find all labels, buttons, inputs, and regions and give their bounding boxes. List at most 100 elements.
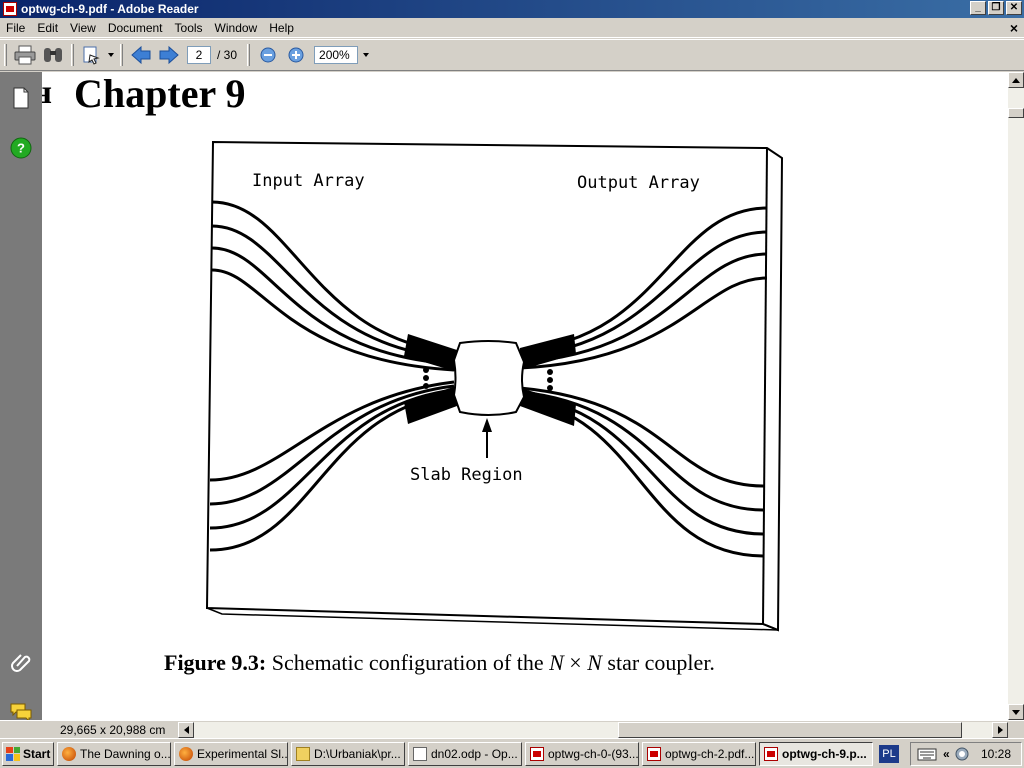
toolbar-grip[interactable] — [71, 44, 74, 66]
arrow-left-icon — [131, 45, 151, 65]
select-tool-button[interactable] — [80, 43, 114, 67]
toolbar-grip[interactable] — [120, 44, 123, 66]
arrow-left-small-icon — [183, 726, 189, 734]
close-document-button[interactable]: × — [1009, 20, 1018, 36]
toolbar-grip[interactable] — [247, 44, 251, 66]
zoom-out-icon — [260, 47, 276, 63]
chapter-decoration: ⅎ — [42, 74, 53, 111]
task-label: optwg-ch-2.pdf... — [665, 746, 755, 761]
page-total: / 30 — [217, 48, 238, 62]
minimize-button[interactable]: _ — [970, 1, 986, 15]
zoom-dropdown-icon[interactable] — [363, 53, 370, 57]
caption-text-a: Schematic configuration of the — [271, 650, 550, 675]
menu-view[interactable]: View — [70, 20, 96, 35]
pdf-icon — [530, 746, 544, 761]
printer-icon — [14, 45, 36, 65]
comment-bubbles-icon — [10, 703, 32, 722]
find-button[interactable] — [41, 43, 65, 67]
binoculars-icon — [44, 48, 62, 62]
network-icon[interactable] — [954, 746, 970, 762]
task-label: The Dawning o... — [80, 746, 171, 761]
page-icon — [13, 87, 29, 109]
pages-panel-button[interactable] — [9, 86, 33, 110]
arrow-up-icon — [1012, 77, 1020, 83]
caption-n2: N — [587, 650, 602, 675]
app-pdf-icon — [3, 2, 17, 16]
status-bar: 29,665 x 20,988 cm — [0, 720, 1024, 738]
toolbar-grip[interactable] — [4, 44, 7, 66]
zoom-in-button[interactable] — [284, 43, 308, 67]
menu-window[interactable]: Window — [214, 20, 258, 35]
horizontal-scrollbar[interactable] — [178, 722, 1008, 738]
document-view[interactable]: ⅎ Chapter 9 — [42, 72, 1008, 720]
input-array-label: Input Array — [252, 171, 365, 191]
chevron-down-icon — [107, 53, 114, 57]
svg-text:?: ? — [17, 141, 25, 156]
windows-logo-icon — [6, 746, 20, 761]
scroll-down-button[interactable] — [1008, 704, 1024, 720]
scroll-up-button[interactable] — [1008, 72, 1024, 88]
comments-button[interactable] — [9, 700, 33, 724]
language-indicator[interactable]: PL — [879, 744, 899, 763]
menu-edit[interactable]: Edit — [37, 20, 59, 35]
vertical-scrollbar[interactable] — [1008, 72, 1024, 720]
caption-number: Figure 9.3: — [164, 650, 267, 675]
scroll-right-button[interactable] — [992, 722, 1008, 738]
taskbar-item-firefox-2[interactable]: Experimental Sl... — [174, 741, 288, 766]
attachments-button[interactable] — [9, 650, 33, 674]
keyboard-icon[interactable] — [917, 745, 937, 763]
menu-document[interactable]: Document — [107, 20, 163, 35]
help-button[interactable]: ? — [9, 136, 33, 160]
taskbar-item-pdf-9[interactable]: optwg-ch-9.p... — [759, 741, 873, 766]
task-label: dn02.odp - Op... — [431, 746, 518, 761]
menu-file[interactable]: File — [6, 20, 26, 35]
star-coupler-figure: Input Array Output Array Slab Region — [205, 140, 784, 632]
firefox-icon — [62, 746, 76, 761]
toolbar: 2 / 30 200% — [0, 39, 1024, 71]
scroll-left-button[interactable] — [178, 722, 194, 738]
start-label: Start — [23, 746, 51, 761]
task-label: optwg-ch-9.p... — [782, 746, 867, 761]
task-label: optwg-ch-0-(93... — [548, 746, 639, 761]
page-size-readout: 29,665 x 20,988 cm — [60, 723, 166, 737]
figure-caption: Figure 9.3: Schematic configuration of t… — [164, 650, 715, 676]
title-bar: optwg-ch-9.pdf - Adobe Reader _ ❐ ✕ — [0, 0, 1024, 18]
taskbar: Start The Dawning o... Experimental Sl..… — [0, 738, 1024, 768]
caption-text-b: star coupler. — [601, 650, 715, 675]
print-button[interactable] — [13, 43, 37, 67]
taskbar-item-pdf-2[interactable]: optwg-ch-2.pdf... — [642, 741, 756, 766]
page-number-input[interactable]: 2 — [187, 46, 211, 64]
close-window-button[interactable]: ✕ — [1006, 1, 1022, 15]
tray-chevron-icon[interactable]: « — [943, 747, 950, 761]
help-icon: ? — [10, 137, 32, 159]
menu-help[interactable]: Help — [269, 20, 294, 35]
arrow-down-icon — [1012, 709, 1020, 715]
clock[interactable]: 10:28 — [980, 747, 1011, 761]
taskbar-item-impress[interactable]: dn02.odp - Op... — [408, 741, 522, 766]
previous-page-button[interactable] — [129, 43, 153, 67]
menu-tools[interactable]: Tools — [174, 20, 203, 35]
zoom-out-button[interactable] — [256, 43, 280, 67]
vertical-scroll-thumb[interactable] — [1008, 108, 1024, 118]
taskbar-item-pdf-0[interactable]: optwg-ch-0-(93... — [525, 741, 639, 766]
horizontal-scroll-thumb[interactable] — [618, 722, 962, 738]
arrow-right-small-icon — [997, 726, 1003, 734]
firefox-icon — [179, 746, 193, 761]
page-total-value: 30 — [223, 48, 238, 62]
taskbar-item-explorer[interactable]: D:\Urbaniak\pr... — [291, 741, 405, 766]
task-label: Experimental Sl... — [197, 746, 288, 761]
zoom-level-select[interactable]: 200% — [314, 46, 359, 64]
next-page-button[interactable] — [157, 43, 181, 67]
presentation-icon — [413, 746, 427, 761]
pdf-icon — [764, 746, 778, 761]
caption-n1: N — [549, 650, 564, 675]
taskbar-item-firefox-1[interactable]: The Dawning o... — [57, 741, 171, 766]
chapter-heading: Chapter 9 — [74, 72, 246, 116]
caption-times: × — [563, 650, 588, 675]
hand-select-icon — [83, 46, 100, 65]
system-tray: « 10:28 — [910, 742, 1022, 766]
task-label: D:\Urbaniak\pr... — [314, 746, 401, 761]
slab-region-label: Slab Region — [410, 465, 523, 485]
start-button[interactable]: Start — [2, 741, 54, 766]
restore-button[interactable]: ❐ — [988, 1, 1004, 15]
